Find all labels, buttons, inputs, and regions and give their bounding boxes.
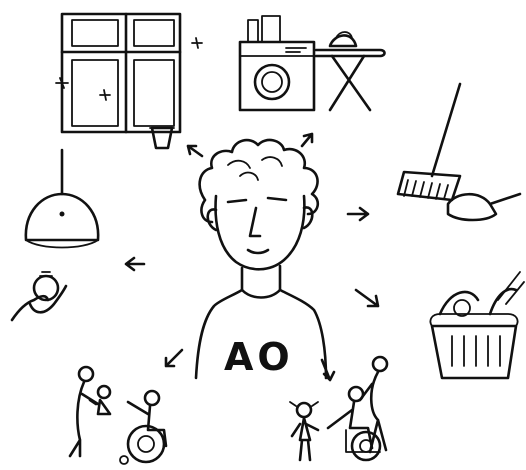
laundry-ironing-icon <box>240 16 385 110</box>
light-bulb-changing-icon <box>12 272 66 320</box>
arrow-up-left-icon <box>188 146 202 156</box>
arrow-left-icon <box>126 258 144 270</box>
arrow-down-left-icon <box>166 350 182 366</box>
central-person: AO <box>196 140 326 379</box>
window-cleaning-icon <box>56 14 202 148</box>
arrow-down-right-icon <box>356 290 378 306</box>
ceiling-lamp-icon <box>26 150 98 248</box>
arrow-down-icon <box>322 360 334 380</box>
broom-dustpan-icon <box>398 84 520 220</box>
arrow-up-right-icon <box>302 134 312 146</box>
shirt-lettering: AO <box>224 335 294 379</box>
arrow-right-icon <box>348 208 368 220</box>
child-and-wheelchair-care-icon <box>290 357 387 460</box>
family-care-icon <box>70 367 166 464</box>
grocery-basket-icon <box>430 272 524 378</box>
